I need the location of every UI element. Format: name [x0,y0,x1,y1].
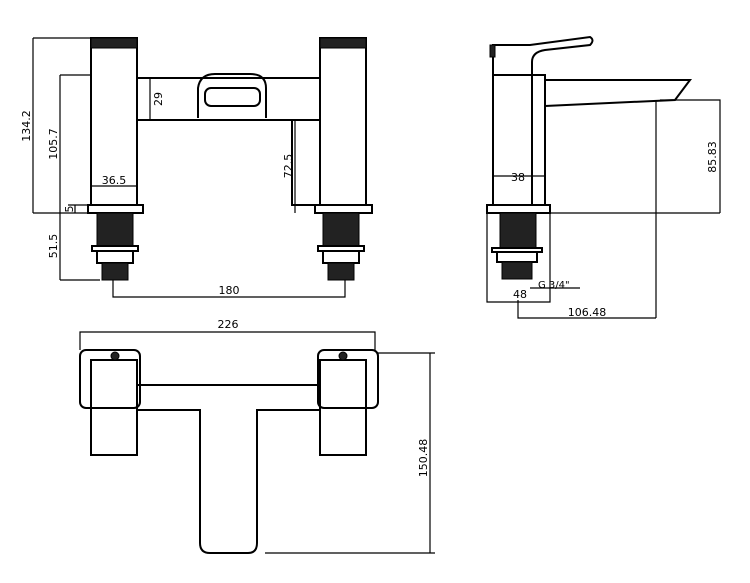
dim-tap-centres: 180 [219,284,240,297]
dim-plate-thickness: 5 [63,206,76,213]
spout-side [531,62,692,205]
left-thread [96,212,134,247]
body-side [492,74,546,206]
right-nut [322,250,360,264]
right-handle-top [317,349,379,409]
dim-body-width-side: 38 [511,171,525,184]
dim-base-width: 48 [513,288,527,301]
left-nut [96,250,134,264]
dim-shank-length: 51.5 [47,234,60,259]
right-tap-cap [319,37,367,49]
bridge [136,77,321,121]
front-view [32,37,373,298]
dim-body-width-front: 36.5 [102,174,127,187]
dim-overall-height: 134.2 [20,110,33,142]
spout-handle [197,73,267,118]
dim-spout-reach: 106.48 [568,306,607,319]
spout-top [137,384,320,554]
dim-bridge-clearance: 72.5 [282,154,295,179]
left-handle-top [79,349,141,409]
side-view [486,35,721,319]
dim-body-height: 105.7 [47,128,60,160]
dim-overall-depth: 150.48 [417,439,430,478]
left-tap-cap [90,37,138,49]
dim-spout-height: 85.83 [706,141,719,173]
thread-side [499,212,537,249]
left-base-plate [87,204,144,214]
dim-bridge-height: 29 [152,92,165,106]
dim-thread-size: G 3/4" [538,280,570,291]
lever-side [492,35,594,76]
right-base-plate [314,204,373,214]
top-view [79,331,435,554]
dim-overall-width: 226 [218,318,239,331]
right-thread [322,212,360,247]
right-tap-body [319,37,367,206]
